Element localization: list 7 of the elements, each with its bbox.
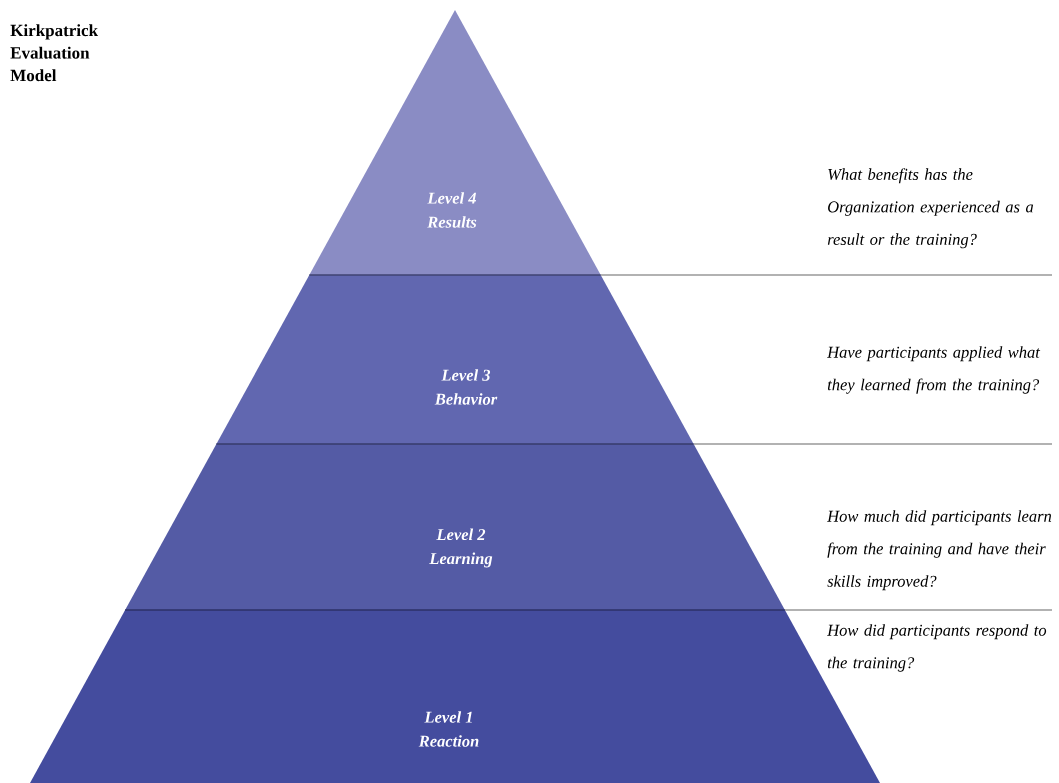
pyramid-level: Level 4 Results — [309, 10, 601, 275]
pyramid-level: Level 3 Behavior — [216, 275, 694, 444]
title: Kirkpatrick Evaluation Model — [10, 24, 98, 82]
question-text: Have participants applied what they learned from the training? — [827, 346, 1041, 394]
question-text: How much did participants learn from the training and have their skills improved? — [827, 510, 1052, 591]
pyramid-level: Level 2 Learning — [125, 444, 785, 610]
question-text: What benefits has the Organization experienced as a result or the training? — [827, 168, 1034, 249]
